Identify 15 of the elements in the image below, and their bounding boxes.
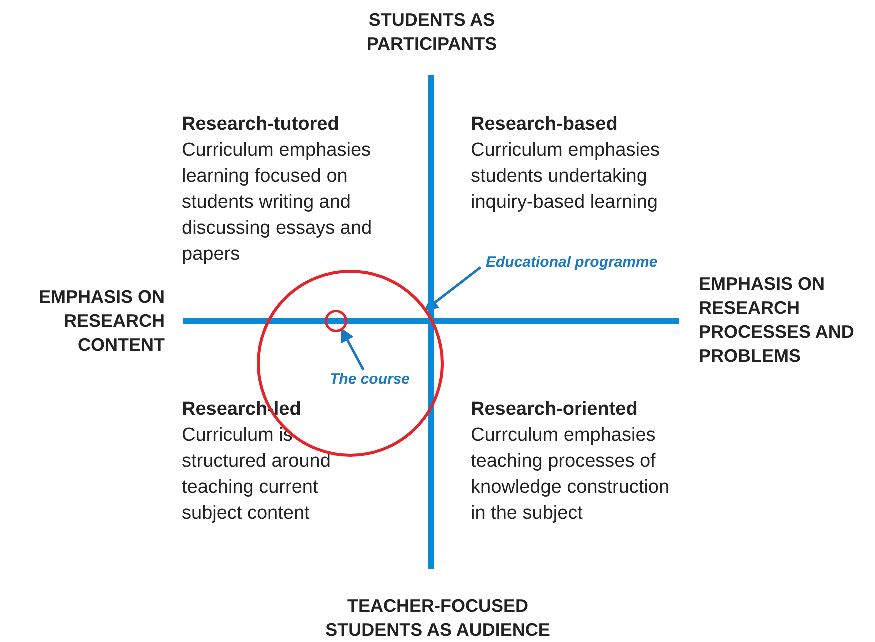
callout-label: Educational programme: [486, 254, 658, 272]
axis-label: EMPHASIS ON RESEARCH CONTENT: [38, 286, 165, 357]
axis-label: STUDENTS AS PARTICIPANTS: [366, 9, 498, 56]
quadrant-heading: Research-tutored: [182, 113, 340, 137]
callout-label: The course: [330, 371, 410, 389]
quadrant-description: Currculum emphasies teaching processes of knowledge construction in the subject: [471, 424, 671, 526]
axis-label: EMPHASIS ON RESEARCH PROCESSES AND PROBLEMS: [699, 273, 856, 368]
leader-arrow: [424, 266, 482, 312]
quadrant-description: Curriculum emphasies learning focused on students writing and discussing essays and papers: [182, 139, 374, 267]
quadrant-heading: Research-based: [471, 113, 619, 137]
axis-label: TEACHER-FOCUSED STUDENTS AS AUDIENCE: [324, 595, 552, 642]
small-circle: [324, 310, 348, 332]
quadrant-description: Curriculum emphasies students undertaking inquiry-based learning: [471, 139, 662, 215]
quadrant-heading: Research-oriented: [471, 398, 639, 422]
leader-arrow: [340, 328, 365, 371]
